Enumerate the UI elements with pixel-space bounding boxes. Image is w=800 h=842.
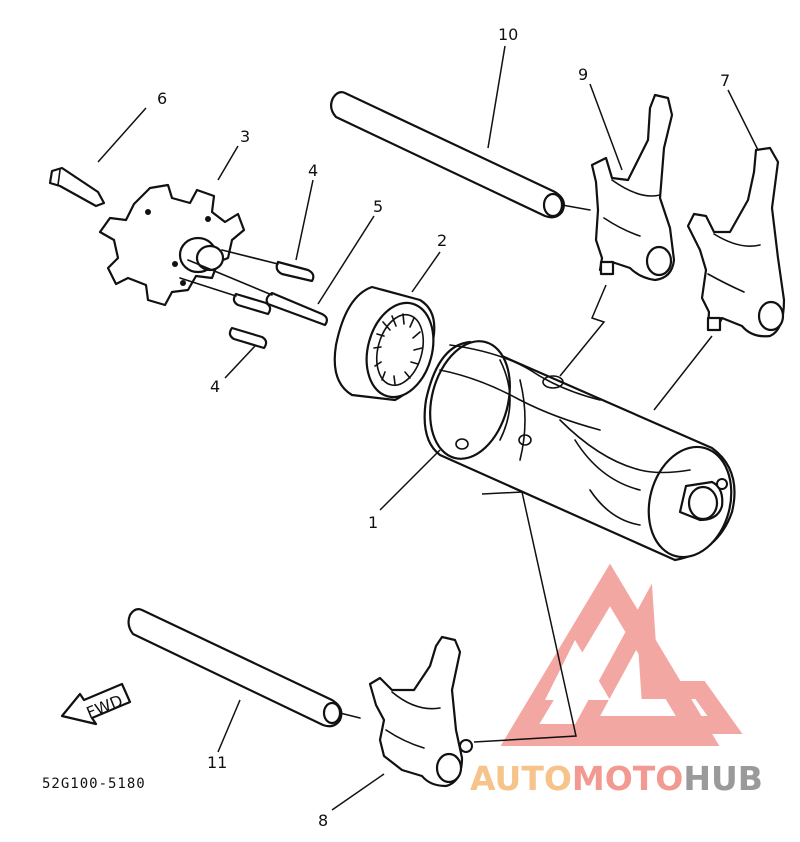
callout-leaders	[97, 45, 759, 811]
watermark-word-hub: HUB	[683, 759, 763, 798]
callout-4-lower: 4	[210, 377, 220, 396]
callout-4-upper: 4	[308, 161, 318, 180]
callout-7: 7	[720, 71, 730, 90]
callout-8: 8	[318, 811, 328, 830]
pin-5	[187, 259, 329, 327]
screw-6	[48, 166, 106, 208]
segment-3	[98, 183, 246, 307]
callout-11: 11	[207, 753, 227, 772]
callout-3: 3	[240, 127, 250, 146]
fwd-direction-arrow: FWD	[60, 682, 132, 726]
bearing-rollers	[373, 313, 423, 385]
drawing-code: 52G100-5180	[42, 776, 146, 792]
shift-fork-8	[368, 635, 473, 788]
watermark-word-moto: MOTO	[572, 759, 683, 798]
callout-labels: 1 2 3 4 4 5 6 7 8 9 10 11	[157, 25, 730, 830]
callout-5: 5	[373, 197, 383, 216]
callout-6: 6	[157, 89, 167, 108]
callout-10: 10	[498, 25, 518, 44]
shift-fork-guide-bar-11	[127, 608, 361, 728]
drum-end-stub	[678, 478, 728, 522]
watermark-word-auto: AUTO	[470, 759, 572, 798]
watermark-wordmark: AUTOMOTOHUB	[470, 759, 763, 798]
callout-2: 2	[437, 231, 447, 250]
callout-9: 9	[578, 65, 588, 84]
pin-4-lower	[228, 326, 268, 350]
pin-4-upper	[221, 249, 315, 283]
pin-4-middle	[179, 277, 272, 316]
bearing-2	[333, 285, 436, 402]
watermark-logo	[500, 563, 743, 746]
shift-fork-9	[590, 93, 676, 282]
svg-text:AUTOMOTOHUB: AUTOMOTOHUB	[470, 759, 763, 798]
shift-fork-guide-bar-10	[329, 91, 591, 219]
callout-1: 1	[368, 513, 378, 532]
fwd-label: FWD	[84, 691, 126, 723]
assembly-guide-lines	[473, 284, 713, 743]
shift-drum-1	[423, 340, 736, 562]
shift-fork-7	[686, 146, 786, 338]
